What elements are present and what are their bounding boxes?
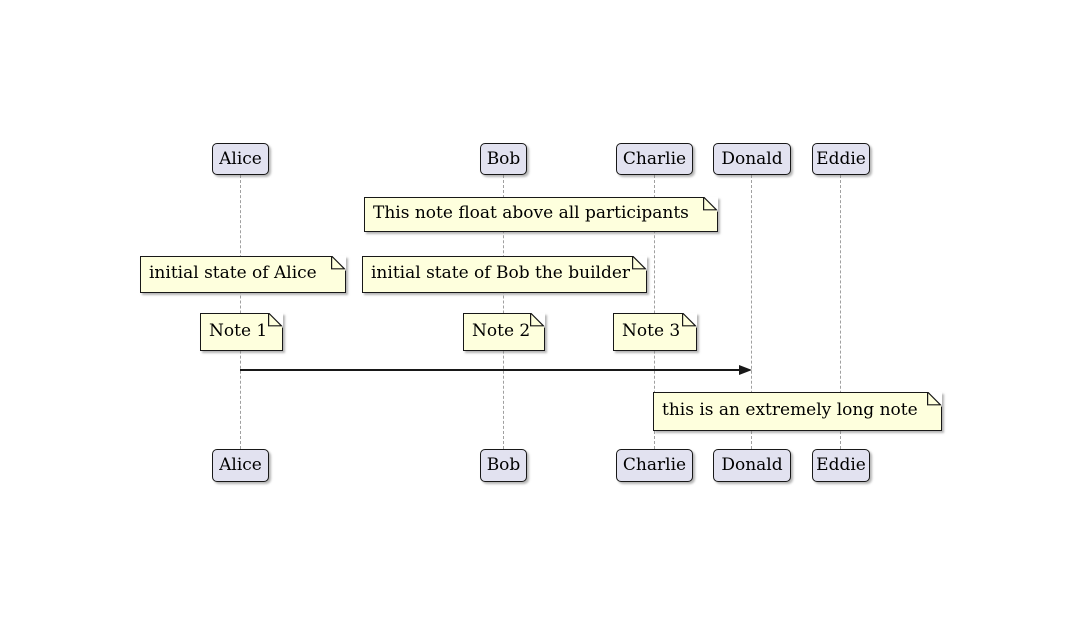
note-1: Note 1 <box>200 312 284 351</box>
participant-eddie-bottom: Eddie <box>812 449 870 482</box>
participant-label: Alice <box>219 455 262 475</box>
participant-alice-bottom: Alice <box>212 449 269 482</box>
participant-label: Donald <box>721 148 783 169</box>
participant-label: Bob <box>486 148 521 169</box>
note-fold-icon <box>632 255 648 271</box>
participant-donald-bottom: Donald <box>713 449 791 482</box>
lifeline-bob <box>503 175 504 449</box>
note-2: Note 2 <box>463 312 546 351</box>
participant-label: Alice <box>219 148 262 169</box>
participant-eddie-top: Eddie <box>812 143 870 175</box>
note-initial-bob: initial state of Bob the builder <box>362 255 648 293</box>
participant-bob-bottom: Bob <box>480 449 527 482</box>
note-text: This note float above all participants <box>373 203 689 223</box>
lifeline-charlie <box>654 175 655 449</box>
lifeline-donald <box>751 175 752 449</box>
note-floating: This note float above all participants <box>364 196 719 232</box>
note-text: initial state of Bob the builder <box>371 263 631 283</box>
participant-label: Charlie <box>622 455 687 475</box>
message-arrow-line <box>240 369 740 371</box>
note-fold-icon <box>703 196 719 212</box>
note-text: Note 2 <box>472 320 531 341</box>
note-fold-icon <box>268 312 284 328</box>
participant-label: Donald <box>721 455 783 475</box>
participant-label: Eddie <box>816 455 866 475</box>
lifeline-eddie <box>840 175 841 449</box>
participant-charlie-bottom: Charlie <box>616 449 693 482</box>
lifeline-alice <box>240 175 241 449</box>
note-initial-alice: initial state of Alice <box>140 255 347 293</box>
participant-label: Charlie <box>622 148 687 169</box>
note-3: Note 3 <box>613 312 698 351</box>
note-text: this is an extremely long note <box>662 400 918 420</box>
participant-charlie-top: Charlie <box>616 143 693 175</box>
note-fold-icon <box>927 391 943 407</box>
message-arrowhead-icon <box>739 365 752 375</box>
participant-label: Eddie <box>816 148 866 169</box>
note-fold-icon <box>682 312 698 328</box>
note-text: initial state of Alice <box>149 263 317 283</box>
note-fold-icon <box>530 312 546 328</box>
note-fold-icon <box>331 255 347 271</box>
participant-donald-top: Donald <box>713 143 791 175</box>
participant-alice-top: Alice <box>212 143 269 175</box>
participant-bob-top: Bob <box>480 143 527 175</box>
note-text: Note 3 <box>622 320 681 341</box>
note-long: this is an extremely long note <box>653 391 943 431</box>
note-text: Note 1 <box>209 320 268 341</box>
participant-label: Bob <box>486 455 521 475</box>
